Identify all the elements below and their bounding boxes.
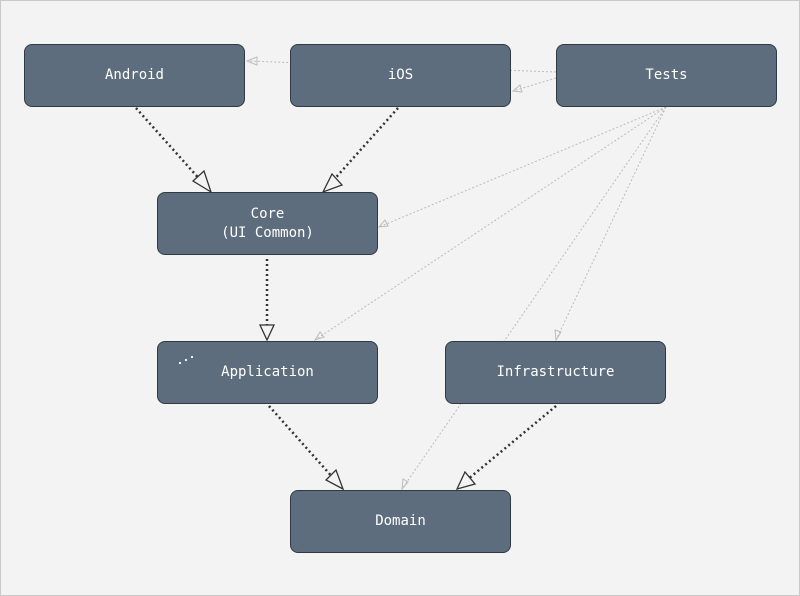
node-core-label-line1: Core [250, 205, 285, 222]
node-android[interactable]: Android [24, 44, 245, 107]
edge-application-domain [268, 405, 336, 481]
node-core[interactable]: Core (UI Common) [157, 192, 378, 255]
node-application-label: Application [221, 364, 314, 380]
node-infrastructure-label: Infrastructure [496, 364, 615, 380]
node-ios[interactable]: iOS [290, 44, 511, 107]
edge-android-core [135, 107, 204, 184]
node-ios-label: iOS [387, 67, 414, 83]
node-android-label: Android [104, 67, 164, 83]
arrowhead-tests-ios [511, 84, 523, 93]
edge-tests-infrastructure [555, 106, 667, 341]
edge-tests-core [378, 106, 667, 228]
node-infrastructure[interactable]: Infrastructure [445, 341, 666, 404]
node-domain-label: Domain [375, 513, 426, 529]
dotted-mark [178, 355, 194, 365]
node-core-label-line2: (UI Common) [221, 224, 314, 241]
arrowhead-ios-core [321, 172, 344, 194]
arrowhead-core-application [258, 324, 276, 342]
edge-ios-core [330, 107, 399, 184]
arrowhead-tests-application [313, 331, 325, 341]
arrowhead-tests-infrastructure [554, 329, 562, 342]
edge-infrastructure-domain [466, 405, 557, 481]
arrowhead-tests-domain [401, 478, 409, 491]
edge-tests-domain [401, 106, 667, 490]
node-tests-label: Tests [645, 67, 688, 83]
node-domain[interactable]: Domain [290, 490, 511, 553]
arrowhead-android-core [191, 169, 213, 194]
node-tests[interactable]: Tests [556, 44, 777, 107]
edge-tests-ios [512, 77, 557, 92]
node-application[interactable]: Application [157, 341, 378, 404]
arrowhead-tests-core [377, 219, 389, 228]
arrowhead-infrastructure-domain [455, 470, 477, 491]
arrowhead-tests-android [245, 56, 258, 66]
arrowhead-application-domain [324, 468, 345, 491]
